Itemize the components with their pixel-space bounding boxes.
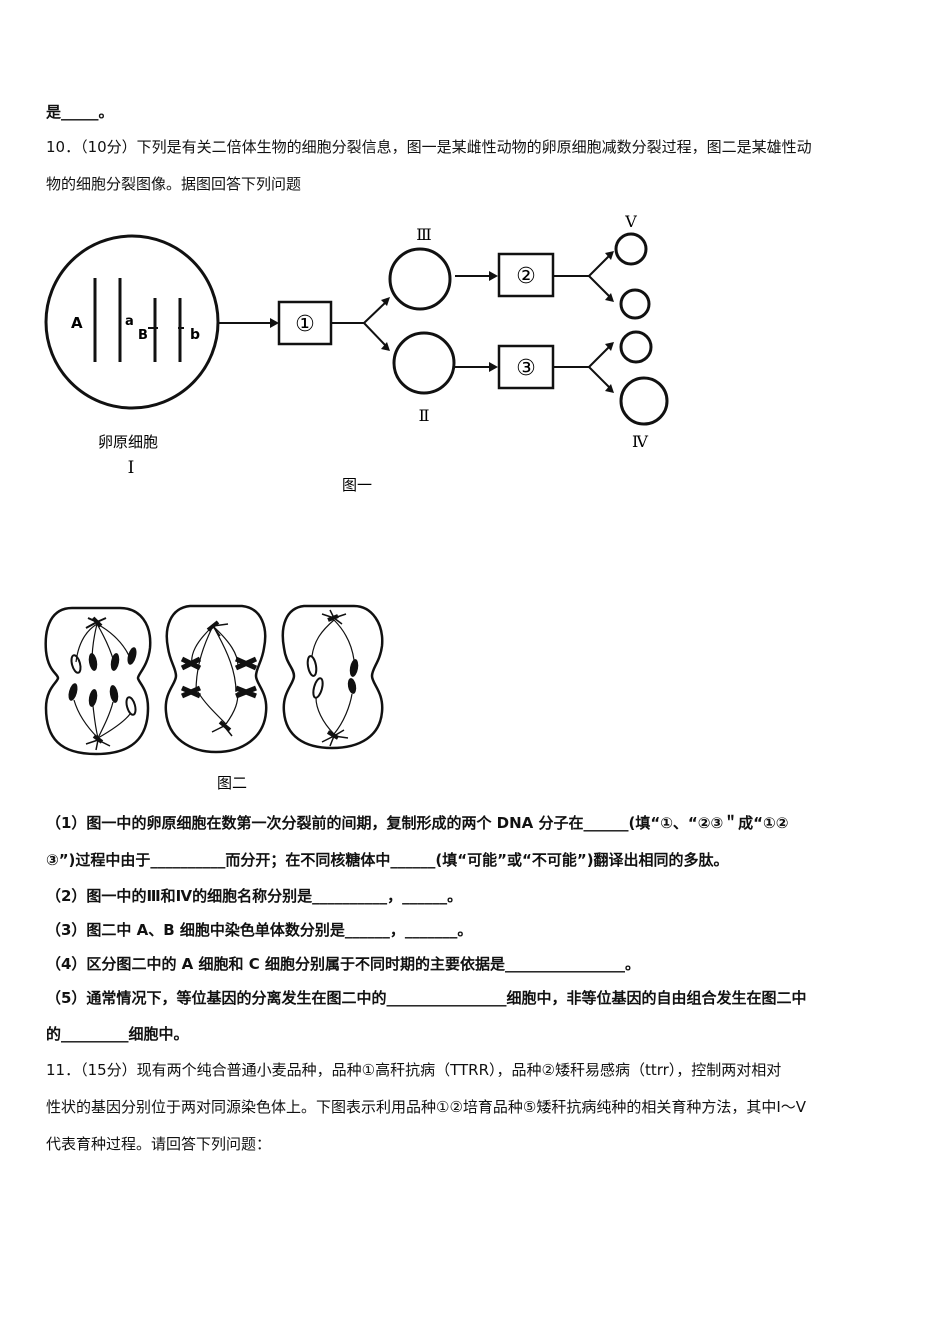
cell-B (164, 604, 268, 754)
q10-part-3: （3）图二中 A、B 细胞中染色单体数分别是______，_______。 (46, 921, 473, 939)
figure-2-diagram: 图二 (44, 604, 384, 792)
gene-a-label: a (125, 314, 134, 329)
oogonium-label: 卵原细胞 (98, 433, 158, 451)
question-11-line-3: 代表育种过程。请回答下列问题： (46, 1135, 272, 1153)
q10-part-4: （4）区分图二中的 A 细胞和 C 细胞分别属于不同时期的主要依据是______… (46, 955, 640, 973)
label-V: Ⅴ (624, 212, 637, 231)
cell-V (614, 232, 648, 266)
svg-text:③: ③ (516, 356, 536, 381)
cell-III (388, 247, 452, 311)
cell-A (44, 606, 152, 756)
cell-IV (619, 376, 669, 426)
question-11-line-1: 11．（15分）现有两个纯合普通小麦品种，品种①高秆抗病（TTRR），品种②矮秆… (46, 1061, 782, 1079)
polar-body-2 (619, 330, 653, 364)
figure-2-caption: 图二 (217, 774, 247, 792)
figure-1-diagram: A a B b ① Ⅲ Ⅱ ② ③ Ⅴ Ⅳ 卵原细胞 Ⅰ 图一 (44, 212, 669, 494)
q10-part-1b: ③”)过程中由于__________而分开；在不同核糖体中______(填“可能… (46, 851, 729, 869)
cell-II (392, 331, 456, 395)
q10-part-5b: 的_________细胞中。 (46, 1025, 189, 1043)
gene-b-label: b (190, 327, 200, 343)
oogonium-roman: Ⅰ (128, 458, 135, 478)
svg-text:②: ② (516, 264, 536, 289)
question-10-header: 10．（10分）下列是有关二倍体生物的细胞分裂信息，图一是某雌性动物的卵原细胞减… (46, 138, 812, 156)
prev-answer-line: 是_____。 (46, 103, 114, 121)
q10-part-2: （2）图一中的Ⅲ和Ⅳ的细胞名称分别是__________，______。 (46, 887, 463, 905)
question-10-continued: 物的细胞分裂图像。据图回答下列问题 (46, 175, 302, 193)
polar-body-1 (619, 288, 651, 320)
label-II: Ⅱ (419, 406, 430, 425)
cell-C (281, 604, 384, 750)
question-11-line-2: 性状的基因分别位于两对同源染色体上。下图表示利用品种①②培育品种⑤矮秆抗病纯种的… (46, 1098, 807, 1116)
gene-B-label: B (138, 328, 148, 343)
svg-text:①: ① (295, 312, 315, 337)
q10-part-1a: （1）图一中的卵原细胞在数第一次分裂前的间期，复制形成的两个 DNA 分子在__… (46, 814, 789, 832)
label-IV: Ⅳ (632, 432, 649, 451)
figure-1-caption: 图一 (342, 476, 372, 494)
q10-part-5a: （5）通常情况下，等位基因的分离发生在图二中的________________细… (46, 989, 807, 1007)
gene-A-label: A (71, 314, 83, 332)
label-III: Ⅲ (416, 225, 431, 244)
